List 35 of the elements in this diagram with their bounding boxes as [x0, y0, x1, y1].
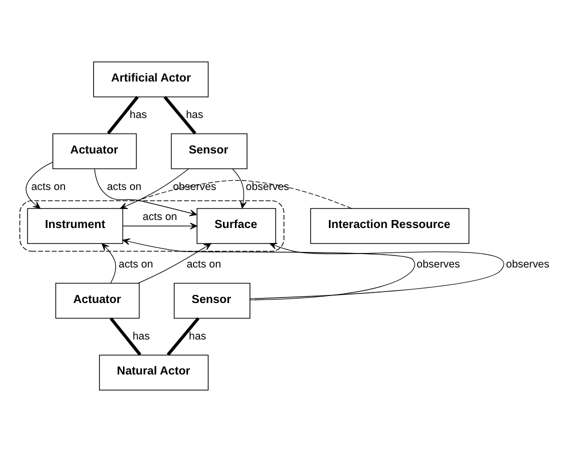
arrow [122, 222, 198, 229]
node-box: Sensor [174, 282, 250, 318]
node-box: Actuator [52, 132, 137, 169]
edge-label: observes [246, 180, 290, 192]
node-box: Actuator [55, 282, 140, 318]
connector [136, 180, 352, 208]
node-box: Artificial Actor [93, 61, 209, 97]
arrow [138, 242, 212, 284]
edge-label: observes [416, 258, 460, 270]
arrow [26, 161, 53, 208]
edge-label: acts on [142, 210, 178, 222]
arrow [120, 168, 190, 208]
edge-label: acts on [31, 180, 66, 192]
edge-label: acts on [106, 180, 142, 192]
node-box: Natural Actor [99, 354, 209, 390]
edge-label: has [132, 330, 150, 342]
arrow [94, 168, 198, 216]
connector [166, 316, 200, 356]
arrow [102, 242, 116, 283]
node-box: Interaction Ressource [310, 208, 470, 244]
node-box: Surface [196, 208, 276, 244]
connector [164, 95, 196, 134]
edge-label: acts on [186, 258, 222, 270]
arrow [122, 238, 416, 300]
connector [110, 316, 142, 356]
edge-label: acts on [118, 258, 154, 270]
edge-label: has [130, 108, 147, 121]
node-box: Instrument [27, 208, 124, 244]
edge-label: observes [506, 258, 550, 270]
node-box: Sensor [170, 132, 248, 169]
connector [107, 95, 139, 134]
arrow [250, 242, 504, 299]
arrow [232, 168, 247, 208]
edge-label: has [188, 330, 206, 342]
edge-label: has [186, 108, 204, 121]
